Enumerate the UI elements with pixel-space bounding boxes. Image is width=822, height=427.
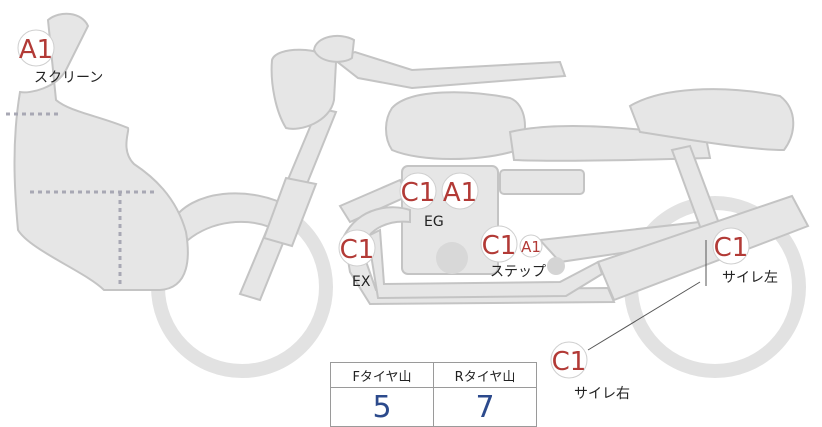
badge-screen[interactable]: A1: [17, 29, 55, 67]
svg-text:C1: C1: [552, 347, 587, 377]
fuel-tank: [385, 91, 526, 160]
tail-cowl: [628, 88, 795, 152]
tire-tread-table: Fタイヤ山 Rタイヤ山 5 7: [330, 362, 537, 427]
front-tire-header: Fタイヤ山: [330, 362, 434, 388]
leader-line-right: [587, 281, 701, 351]
badge-side-left[interactable]: C1: [712, 227, 750, 265]
rear-tire-header: Rタイヤ山: [433, 362, 537, 388]
label-eg: EG: [424, 214, 444, 230]
front-tire-value: 5: [330, 387, 434, 427]
rear-tire-value: 7: [433, 387, 537, 427]
badge-eg-c[interactable]: C1: [399, 172, 437, 210]
label-side-right: サイレ右: [574, 386, 630, 402]
fork-slider: [262, 176, 318, 248]
engine-cover: [436, 242, 468, 274]
svg-text:C1: C1: [401, 178, 436, 208]
svg-text:C1: C1: [714, 233, 749, 263]
mirror: [312, 34, 356, 63]
svg-text:A1: A1: [443, 178, 477, 208]
svg-text:A1: A1: [19, 35, 53, 65]
label-step: ステップ: [490, 264, 546, 280]
footpeg: [547, 257, 565, 275]
label-screen: スクリーン: [34, 70, 103, 86]
badge-step-a[interactable]: A1: [519, 234, 543, 258]
label-side-left: サイレ左: [722, 270, 778, 286]
svg-text:A1: A1: [521, 238, 541, 256]
svg-text:C1: C1: [482, 231, 517, 261]
svg-text:C1: C1: [340, 235, 375, 265]
engine-side: [499, 169, 585, 195]
badge-eg-a[interactable]: A1: [441, 172, 479, 210]
badge-step-c[interactable]: C1: [480, 225, 518, 263]
headlight: [270, 48, 338, 130]
windscreen-fairing: [13, 12, 189, 291]
badge-side-right[interactable]: C1: [550, 341, 588, 379]
label-ex: EX: [352, 274, 371, 290]
top-frame: [333, 50, 567, 90]
badge-ex[interactable]: C1: [338, 229, 376, 267]
